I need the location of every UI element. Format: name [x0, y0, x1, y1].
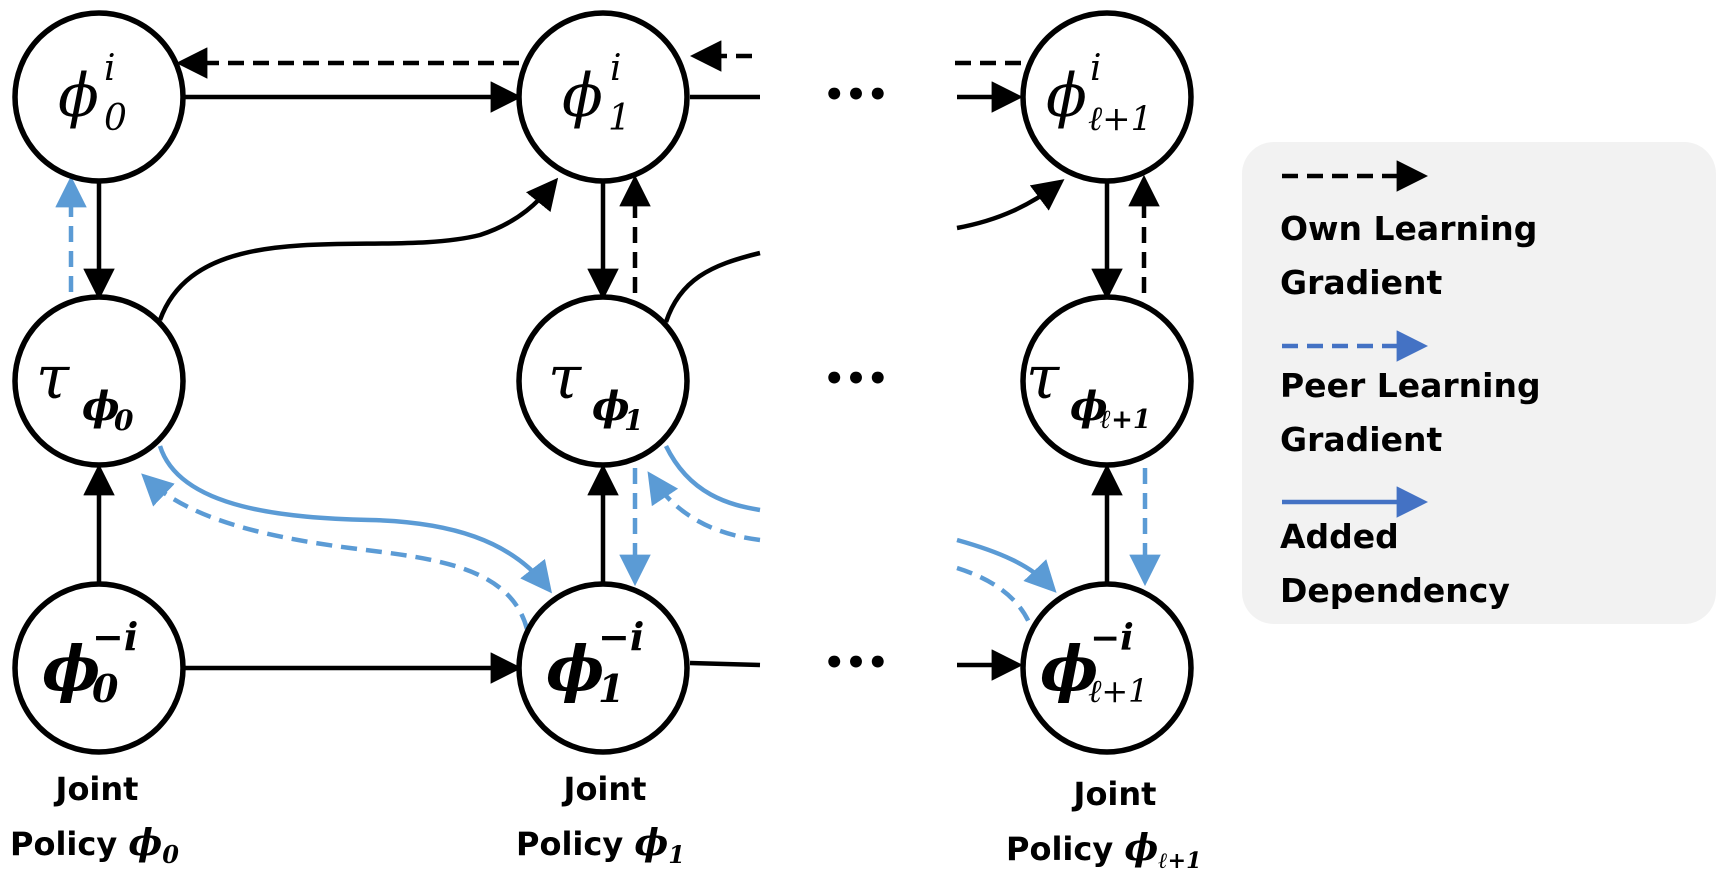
- legend: Own Learning Gradient Peer Learning Grad…: [1242, 142, 1716, 624]
- svg-text:i: i: [104, 48, 116, 89]
- edge-tau1-out: [663, 250, 761, 323]
- column-label-1: Joint Policy ϕ1: [516, 770, 685, 869]
- node-phi1-minus-i: ϕ −i 1: [516, 581, 690, 755]
- svg-text:0: 0: [104, 98, 127, 139]
- node-phi1-i: ϕ i 1: [516, 10, 690, 184]
- svg-text:Own Learning: Own Learning: [1280, 209, 1537, 248]
- svg-text:ϕ: ϕ: [592, 383, 630, 430]
- svg-text:τ: τ: [1026, 343, 1060, 413]
- peer-grad-from-philmi: [956, 565, 1035, 631]
- ellipses: ••• ••• •••: [823, 75, 888, 683]
- svg-text:−i: −i: [1090, 617, 1134, 659]
- node-phi0-i: ϕ i 0: [12, 10, 186, 184]
- nodes: ϕ i 0 ϕ i 1 ϕ i ℓ+1 τ ϕ 0 τ ϕ: [12, 10, 1194, 755]
- legend-item-own-learning: Own Learning Gradient: [1280, 160, 1537, 302]
- svg-text:1: 1: [608, 98, 631, 139]
- column-label-l: Joint Policy ϕℓ+1: [1006, 775, 1201, 872]
- svg-text:i: i: [1090, 48, 1102, 89]
- edge-phi1mi-out: [689, 660, 761, 668]
- svg-text:−i: −i: [92, 614, 138, 659]
- peer-grad-into-tau1: [647, 471, 761, 543]
- column-labels: Joint Policy ϕ0 Joint Policy ϕ1 Joint Po…: [10, 770, 1201, 872]
- svg-text:i: i: [610, 48, 622, 89]
- legend-item-added-dependency: Added Dependency: [1280, 486, 1510, 610]
- svg-text:ϕ: ϕ: [1046, 61, 1087, 131]
- svg-text:Gradient: Gradient: [1280, 263, 1442, 302]
- column-label-1-line2: Policy ϕ1: [516, 822, 685, 869]
- svg-text:0: 0: [114, 404, 134, 437]
- edge-tau0-to-phi1i: [157, 177, 559, 321]
- node-tau-0: τ ϕ 0: [12, 294, 186, 468]
- svg-text:τ: τ: [36, 343, 70, 413]
- ellipsis-top: •••: [823, 75, 888, 115]
- svg-text:1: 1: [624, 404, 643, 437]
- svg-text:ϕ: ϕ: [58, 61, 99, 131]
- ellipsis-bottom: •••: [823, 643, 888, 683]
- column-label-l-line2: Policy ϕℓ+1: [1006, 827, 1201, 872]
- column-label-0-line2: Policy ϕ0: [10, 822, 179, 869]
- svg-text:ℓ+1: ℓ+1: [1088, 99, 1152, 139]
- node-phi0-minus-i: ϕ −i 0: [12, 581, 186, 755]
- peer-grad-phi1mi-to-tau0: [141, 473, 530, 630]
- added-dep-tau0-to-phi1mi: [157, 445, 553, 594]
- ellipsis-middle: •••: [823, 359, 888, 399]
- edges: [55, 40, 1161, 684]
- svg-text:Joint: Joint: [1072, 775, 1157, 813]
- svg-text:ℓ+1: ℓ+1: [1100, 405, 1151, 435]
- node-tau-l: τ ϕ ℓ+1: [1020, 294, 1194, 468]
- svg-text:Joint: Joint: [562, 770, 647, 808]
- node-tau-1: τ ϕ 1: [516, 294, 690, 468]
- node-phil-i: ϕ i ℓ+1: [1020, 10, 1194, 184]
- svg-text:ϕ: ϕ: [546, 632, 604, 705]
- column-label-0: Joint Policy ϕ0: [10, 770, 179, 869]
- svg-text:ℓ+1: ℓ+1: [1088, 672, 1149, 710]
- svg-text:ϕ: ϕ: [82, 383, 120, 430]
- svg-text:Peer Learning: Peer Learning: [1280, 366, 1541, 405]
- svg-text:ϕ: ϕ: [42, 632, 100, 705]
- svg-text:ϕ: ϕ: [1070, 383, 1108, 430]
- svg-text:Dependency: Dependency: [1280, 571, 1510, 610]
- svg-text:τ: τ: [548, 343, 582, 413]
- svg-text:ϕ: ϕ: [1040, 632, 1098, 705]
- added-dep-tau1-out: [663, 445, 761, 513]
- svg-text:1: 1: [598, 666, 624, 711]
- svg-text:−i: −i: [598, 614, 644, 659]
- svg-text:Gradient: Gradient: [1280, 420, 1442, 459]
- svg-text:0: 0: [92, 666, 119, 711]
- svg-text:Joint: Joint: [54, 770, 139, 808]
- edge-into-philI-curve: [956, 179, 1065, 231]
- added-dep-into-philmi: [956, 537, 1057, 593]
- legend-item-peer-learning: Peer Learning Gradient: [1280, 330, 1541, 459]
- svg-text:Added: Added: [1280, 517, 1399, 556]
- svg-text:ϕ: ϕ: [562, 61, 603, 131]
- node-phil-minus-i: ϕ −i ℓ+1: [1020, 581, 1194, 755]
